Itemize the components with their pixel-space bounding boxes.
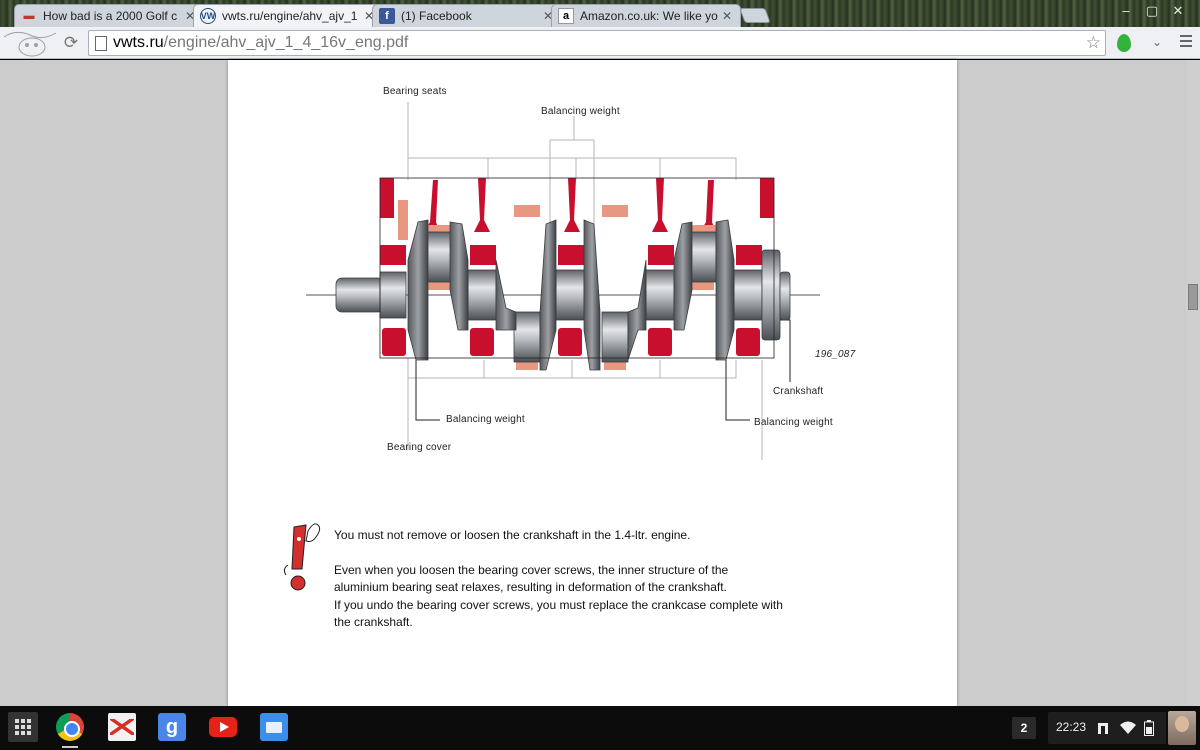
folder-icon: ▬ (23, 10, 35, 22)
tab-title: How bad is a 2000 Golf c (43, 9, 178, 23)
bookmark-star-icon[interactable]: ☆ (1085, 33, 1101, 52)
note-line-3: aluminium bearing seat relaxes, resultin… (334, 580, 727, 594)
label-balancing-weight-top: Balancing weight (541, 106, 620, 117)
vw-icon: VW (200, 8, 216, 24)
label-bearing-seats: Bearing seats (383, 86, 447, 97)
maximize-icon[interactable]: ▢ (1145, 3, 1159, 18)
close-icon[interactable]: ✕ (542, 9, 554, 23)
label-balancing-weight-right: Balancing weight (754, 417, 833, 428)
avatar[interactable] (1168, 711, 1196, 745)
files-icon[interactable] (260, 713, 288, 741)
crankcase-outline (379, 177, 775, 359)
label-crankshaft: Crankshaft (773, 386, 824, 397)
amazon-icon: a (558, 8, 574, 24)
running-indicator (62, 746, 78, 748)
bearing-covers (382, 328, 760, 356)
bearing-seats (380, 178, 774, 265)
scrollbar[interactable] (1186, 60, 1200, 706)
label-balancing-weight-left: Balancing weight (446, 414, 525, 425)
close-icon[interactable]: ✕ (363, 9, 375, 23)
reload-button[interactable]: ⟳ (63, 33, 79, 52)
label-bearing-cover: Bearing cover (387, 442, 452, 453)
leader-lines (407, 102, 763, 460)
owl-theme-icon (3, 31, 57, 57)
page-icon (95, 36, 107, 51)
note-line-4: If you undo the bearing cover screws, yo… (334, 598, 783, 612)
clock: 22:23 (1056, 720, 1087, 734)
tab-title: vwts.ru/engine/ahv_ajv_1 (222, 9, 358, 23)
note-line-5: the crankshaft. (334, 615, 413, 629)
network-icon (1098, 723, 1108, 734)
close-icon[interactable]: ✕ (721, 9, 733, 23)
gmail-icon[interactable] (108, 713, 136, 741)
wifi-icon (1120, 721, 1136, 734)
tab-golf[interactable]: ▬ How bad is a 2000 Golf c ✕ (14, 4, 204, 27)
pdf-page: Bearing seats Balancing weight 196_087 C… (228, 60, 957, 706)
tab-amazon[interactable]: a Amazon.co.uk: We like yo ✕ (551, 4, 741, 27)
scrollbar-thumb[interactable] (1188, 284, 1198, 310)
bushings (398, 200, 716, 370)
tab-title: (1) Facebook (401, 9, 472, 23)
app-launcher-icon[interactable] (8, 712, 38, 742)
crankshaft (335, 219, 791, 371)
address-bar[interactable]: vwts.ru/engine/ahv_ajv_1_4_16v_eng.pdf ☆ (88, 30, 1106, 56)
extension-icon[interactable] (1117, 34, 1131, 52)
tab-facebook[interactable]: f (1) Facebook ✕ (372, 4, 562, 27)
facebook-icon: f (379, 8, 395, 24)
tab-vwts[interactable]: VW vwts.ru/engine/ahv_ajv_1 ✕ (193, 4, 383, 27)
note-line-2: Even when you loosen the bearing cover s… (334, 563, 729, 577)
toolbar: ⟳ vwts.ru/engine/ahv_ajv_1_4_16v_eng.pdf… (0, 27, 1200, 59)
chrome-icon[interactable] (56, 713, 84, 741)
warning-exclamation-icon (283, 523, 321, 591)
os-shelf: g 2 22:23 (0, 706, 1200, 750)
battery-icon (1144, 720, 1154, 736)
tab-strip: ▬ How bad is a 2000 Golf c ✕ VW vwts.ru/… (0, 0, 1200, 27)
minimize-icon[interactable]: – (1122, 3, 1130, 18)
url-host: vwts.ru (113, 34, 164, 51)
url-path: /engine/ahv_ajv_1_4_16v_eng.pdf (163, 34, 409, 51)
pdf-viewer: Bearing seats Balancing weight 196_087 C… (0, 60, 1200, 706)
google-icon[interactable]: g (158, 713, 186, 741)
close-icon[interactable]: ✕ (184, 9, 196, 23)
crankshaft-diagram (306, 102, 820, 460)
new-tab-button[interactable] (739, 8, 771, 23)
status-tray[interactable]: 22:23 (1048, 712, 1166, 744)
menu-icon[interactable] (1180, 35, 1192, 50)
url-text[interactable]: vwts.ru/engine/ahv_ajv_1_4_16v_eng.pdf (113, 34, 408, 52)
close-window-icon[interactable]: ✕ (1172, 3, 1184, 18)
note-line-1: You must not remove or loosen the cranks… (334, 528, 691, 542)
label-figure-ref: 196_087 (815, 349, 856, 360)
notification-badge[interactable]: 2 (1012, 717, 1036, 739)
extension-arrow-icon[interactable]: ⌄ (1152, 35, 1163, 49)
youtube-icon[interactable] (209, 717, 237, 737)
tab-title: Amazon.co.uk: We like yo (580, 9, 718, 23)
